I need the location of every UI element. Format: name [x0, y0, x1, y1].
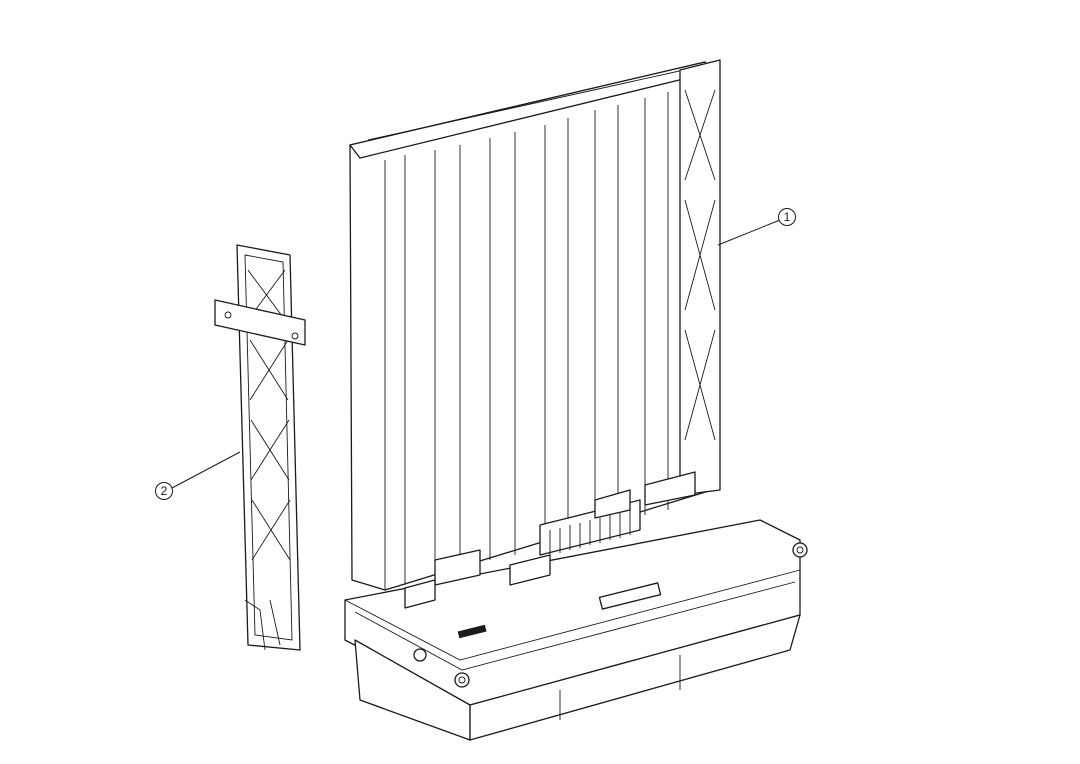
base-tray: [344, 519, 808, 741]
callout-1: 1: [778, 208, 796, 226]
leader-line-1: [717, 219, 781, 246]
leader-line-2: [171, 451, 241, 489]
filter-element: [349, 59, 721, 609]
side-frame-part: [214, 244, 306, 651]
callout-2: 2: [155, 482, 173, 500]
